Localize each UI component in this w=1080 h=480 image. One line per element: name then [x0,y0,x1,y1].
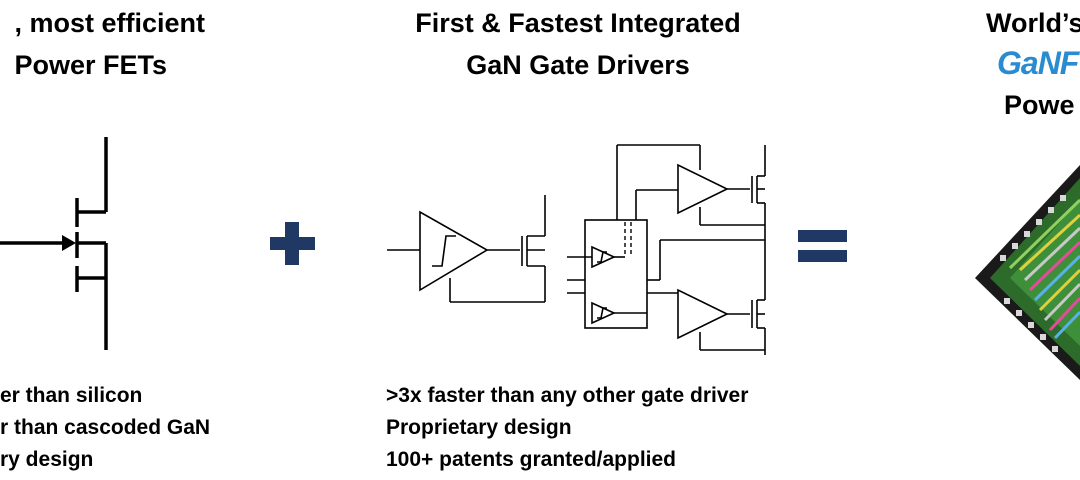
middle-bullet-3: 100+ patents granted/applied [386,448,677,471]
middle-title-line1: First & Fastest Integrated [415,8,741,38]
right-title-line3: Powe [1004,90,1075,120]
right-title-line1: World’s [986,8,1080,38]
plus-icon [270,222,315,265]
middle-title-line2: GaN Gate Drivers [466,50,690,80]
ganfast-logo: GaNF [997,45,1079,81]
gate-driver-schematic-icon [387,144,766,355]
left-bullet-2: r than cascoded GaN [0,416,211,439]
left-title-line1: , most efficient [14,8,205,38]
equals-icon [798,230,847,262]
middle-bullet-1: >3x faster than any other gate driver [386,384,749,407]
fet-symbol-icon [0,137,108,350]
left-bullet-3: ry design [0,448,94,471]
middle-bullet-2: Proprietary design [386,416,572,439]
fet-arrow-icon [62,235,76,251]
left-bullet-1: er than silicon [0,384,143,407]
isolation-dashed-lines [624,222,632,257]
left-title-line2: Power FETs [14,50,167,80]
gan-chip-die-icon [975,165,1080,380]
